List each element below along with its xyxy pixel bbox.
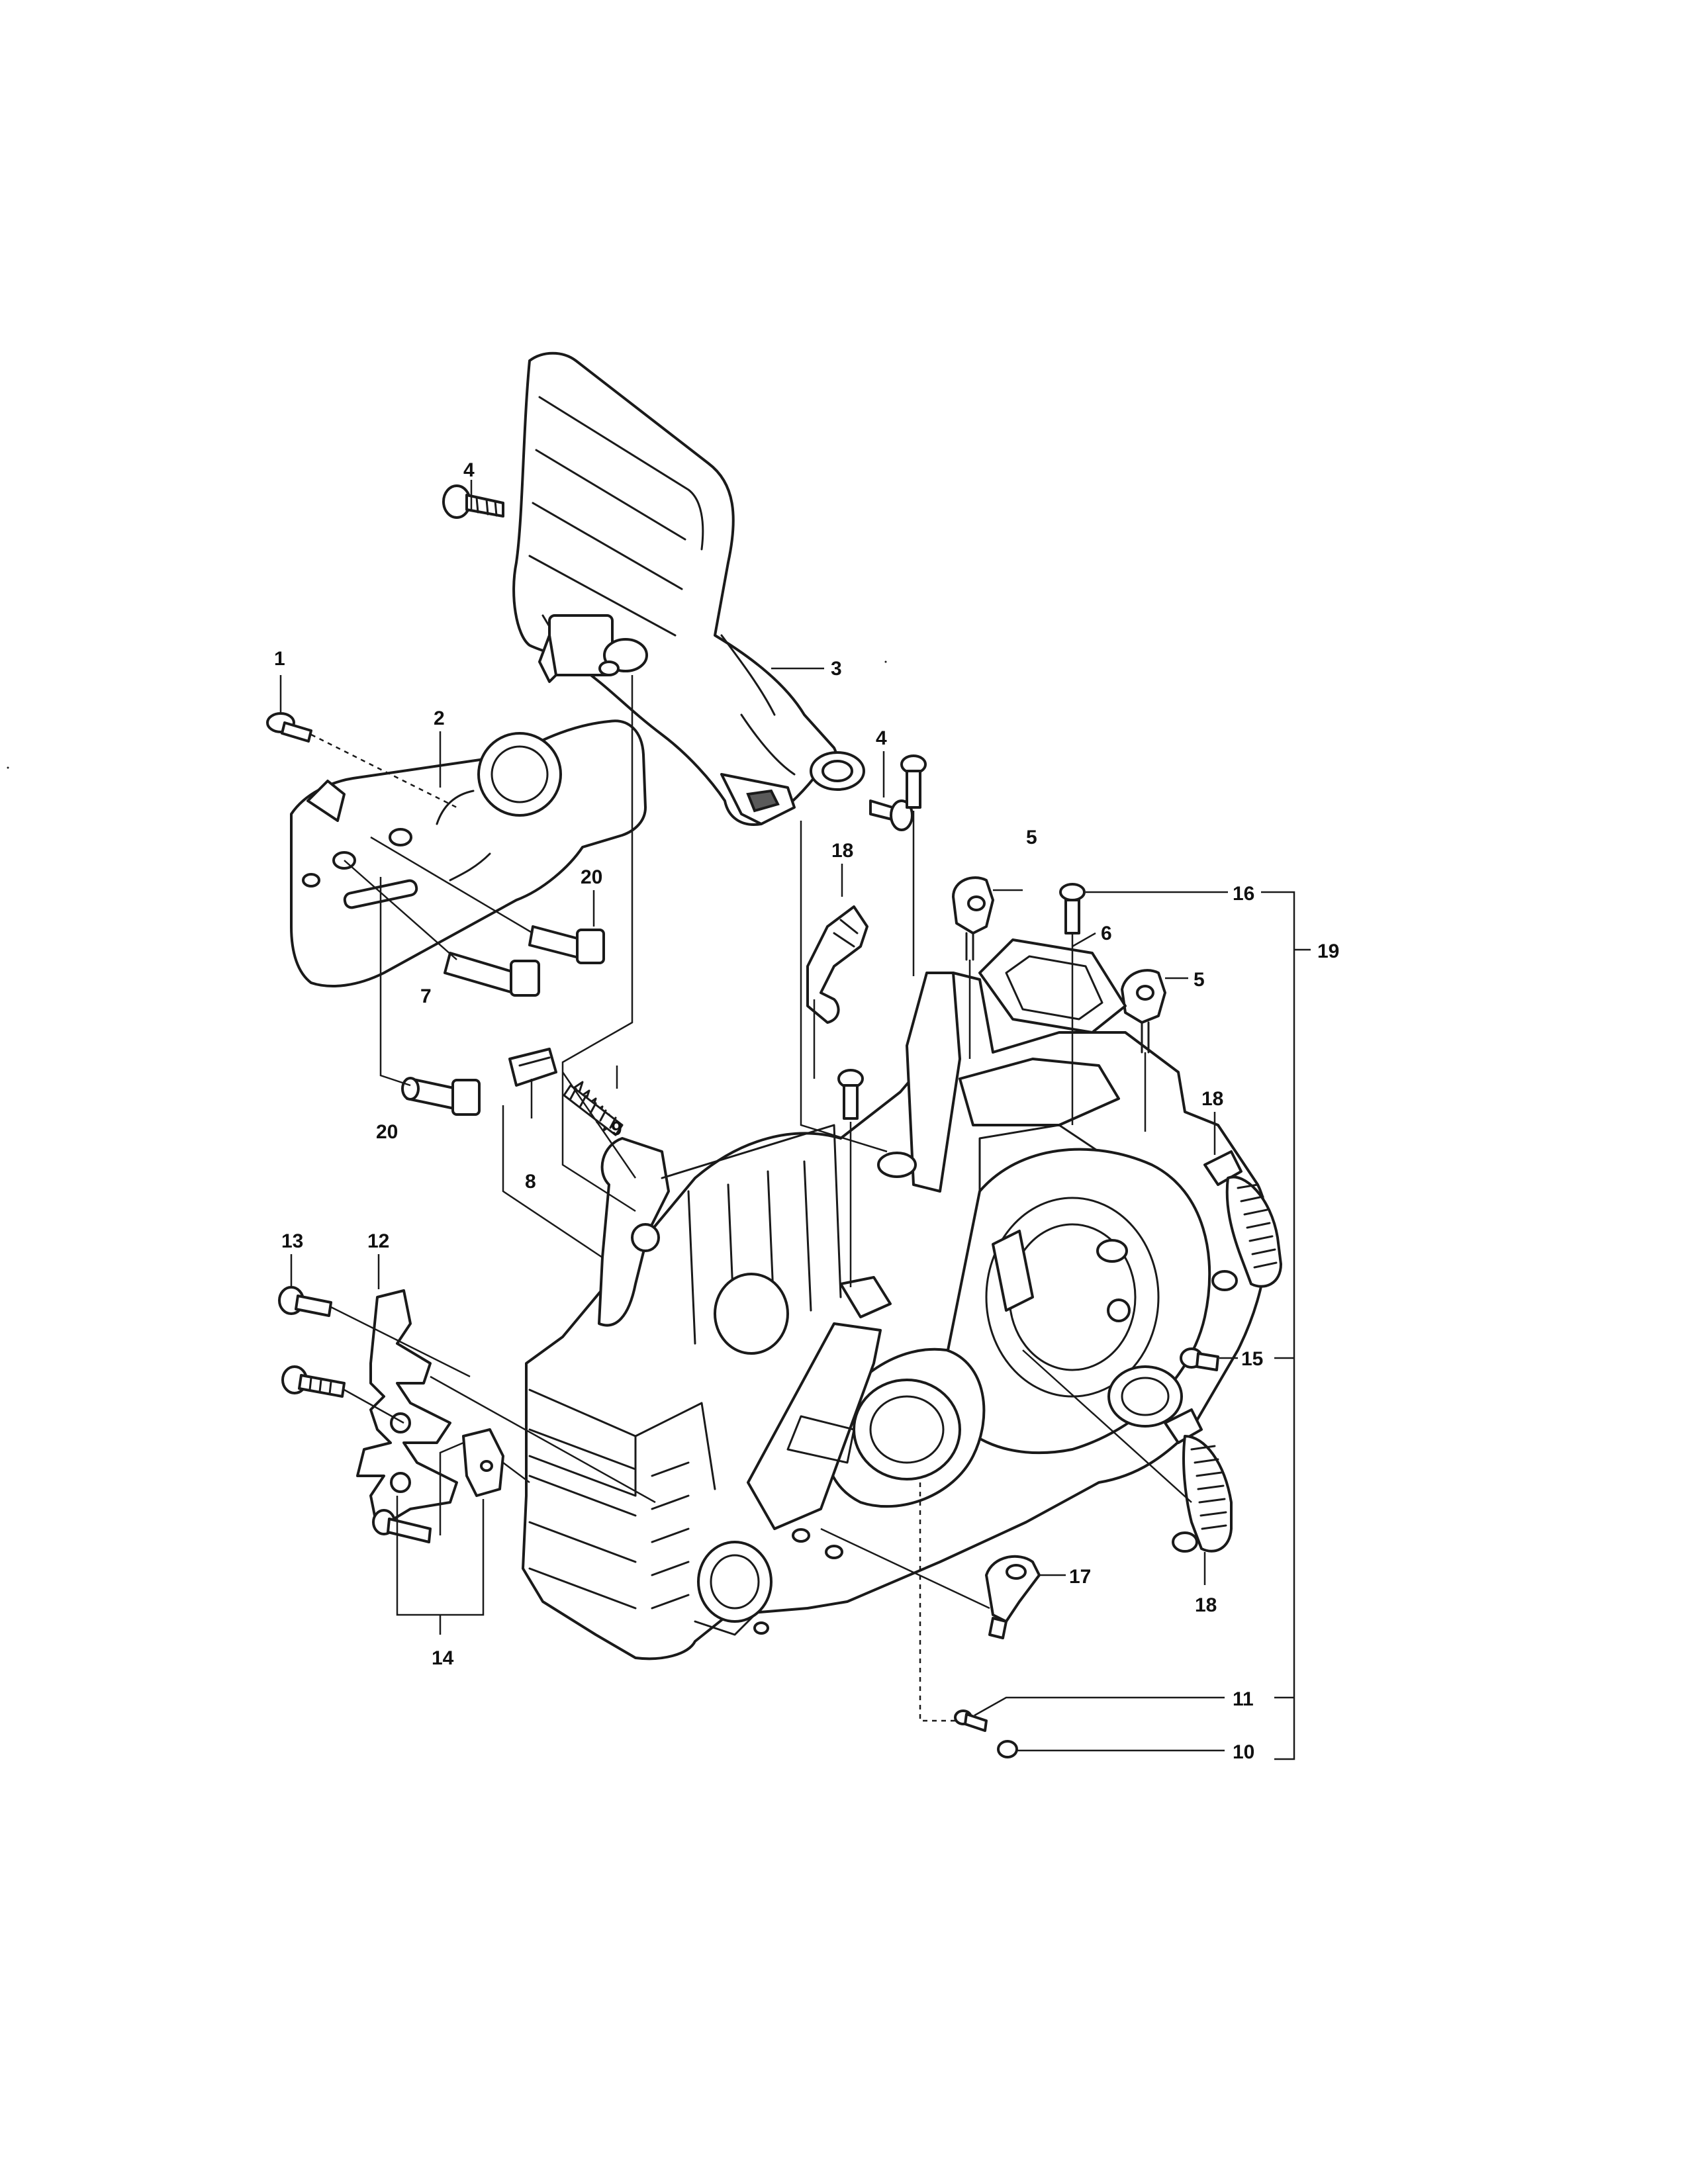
plug-part-10 <box>997 1740 1018 1758</box>
callout-6: 6 <box>1101 923 1112 944</box>
callout-7: 7 <box>420 985 432 1007</box>
callout-17: 17 <box>1069 1566 1091 1588</box>
cushion-part-18-lower <box>1164 1408 1233 1553</box>
pin-part-20-lower <box>401 1077 481 1116</box>
callout-4-upper: 4 <box>463 459 475 481</box>
callout-12: 12 <box>367 1230 389 1252</box>
crankcase-part-19 <box>522 972 1269 1661</box>
grommet-part-5-left <box>952 876 994 961</box>
screw-part-1 <box>266 712 312 743</box>
callout-16: 16 <box>1233 883 1254 905</box>
screw-part-11 <box>954 1709 988 1732</box>
callout-18-upper: 18 <box>831 840 853 862</box>
bumper-spike-part-12 <box>356 1289 458 1530</box>
pin-part-7 <box>444 952 540 997</box>
bolt-part-16 <box>1059 883 1086 934</box>
hand-guard-part-3 <box>512 351 865 826</box>
callout-5-left: 5 <box>1026 827 1037 848</box>
callout-11: 11 <box>1233 1688 1254 1710</box>
callout-10: 10 <box>1233 1741 1254 1763</box>
cushion-part-18-right <box>1203 1150 1282 1291</box>
screw-center-inner <box>837 1069 864 1120</box>
cushion-part-18-upper <box>806 905 868 1024</box>
nut-part-14 <box>462 1428 504 1497</box>
callout-8: 8 <box>525 1171 536 1193</box>
screw-part-13 <box>278 1286 332 1317</box>
callout-3: 3 <box>831 658 842 680</box>
callout-18-right: 18 <box>1201 1088 1223 1110</box>
grommet-part-5-right <box>1121 969 1166 1054</box>
callout-9: 9 <box>611 1118 622 1140</box>
callout-19: 19 <box>1317 940 1339 962</box>
callout-15: 15 <box>1241 1348 1263 1370</box>
callout-5-right: 5 <box>1194 969 1205 991</box>
pin-part-20-upper <box>528 925 605 964</box>
callout-13: 13 <box>281 1230 303 1252</box>
callout-2: 2 <box>434 707 445 729</box>
screw-part-14-upper <box>281 1365 346 1398</box>
callout-1: 1 <box>274 648 285 670</box>
callout-4-right: 4 <box>876 727 887 749</box>
gasket-part-6 <box>978 938 1127 1034</box>
screw-center-top <box>900 754 927 809</box>
callout-20-upper: 20 <box>581 866 602 888</box>
fitting-part-15 <box>1180 1347 1219 1371</box>
callout-20-lower: 20 <box>376 1121 398 1143</box>
screw-part-14-lower <box>372 1509 432 1543</box>
screw-part-4-upper <box>442 484 504 519</box>
callout-18-lower: 18 <box>1195 1594 1217 1616</box>
clip-part-8 <box>508 1048 557 1087</box>
bracket-part-17 <box>985 1555 1041 1639</box>
callout-14: 14 <box>432 1647 454 1669</box>
